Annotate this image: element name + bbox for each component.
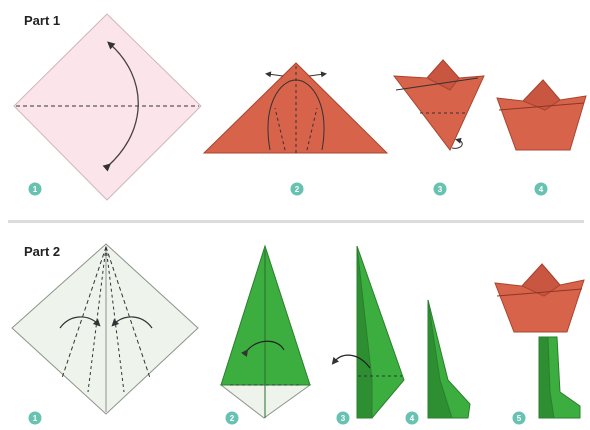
part2-step5-figure [494, 263, 585, 419]
part2-step-2-number: 2 [230, 414, 235, 423]
green-stem-shadow [427, 299, 453, 419]
top-arrow-left [265, 71, 284, 78]
fold-line-a [395, 77, 479, 91]
dashed-fold-left [61, 246, 107, 379]
part1-step-4-badge: 4 [534, 182, 548, 196]
part2-step-2-badge: 2 [225, 411, 239, 425]
part1-step-2-number: 2 [295, 185, 300, 194]
corner-fold-arrow-right [295, 79, 325, 151]
part2-step-4-badge: 4 [405, 411, 419, 425]
part1-step2-figure [202, 62, 389, 154]
fold-arrow-right [111, 316, 153, 329]
dashed-guide-right [306, 107, 318, 151]
part1-step-1-badge: 1 [28, 182, 42, 196]
part2-step2-figure [219, 244, 312, 419]
dashed-fold-right [105, 246, 151, 379]
section-divider [8, 220, 584, 223]
part2-step-1-badge: 1 [28, 411, 42, 425]
part1-step4-figure [496, 79, 587, 151]
part2-step-1-number: 1 [33, 414, 38, 423]
corner-fold-arrow-left [267, 79, 297, 151]
part1-step3-figure [392, 59, 485, 151]
red-flap-left [426, 59, 460, 91]
tulip-stem-shadow [538, 336, 555, 419]
part2-step-5-badge: 5 [512, 411, 526, 425]
tuck-arrow [451, 137, 463, 149]
strip-fold-arrow [331, 354, 371, 369]
part2-step1-figure [11, 243, 199, 415]
part1-step-numbers: 1 2 3 4 [28, 182, 548, 196]
part2-step-numbers: 1 2 3 4 5 [28, 411, 526, 425]
green-strip-front [356, 245, 373, 419]
kite-fold-arrow [240, 340, 285, 358]
part2-step-3-number: 3 [341, 414, 346, 423]
dashed-guide-left [274, 107, 286, 151]
petal-line [498, 102, 585, 111]
pink-square-paper [13, 13, 202, 201]
part1-step-2-badge: 2 [290, 182, 304, 196]
part2-step-5-number: 5 [517, 414, 522, 423]
part2-step-3-badge: 3 [336, 411, 350, 425]
part2-step-4-number: 4 [410, 414, 415, 423]
fold-arrow-left [59, 316, 101, 329]
part2-step4-figure [427, 299, 471, 419]
part1-step-3-badge: 3 [433, 182, 447, 196]
part1-step-4-number: 4 [539, 185, 544, 194]
part1-step-1-number: 1 [33, 185, 38, 194]
part1-step1-figure [13, 13, 202, 201]
top-arrow-right [308, 71, 327, 78]
tulip-petal-line [496, 288, 583, 297]
part2-step3-figure [331, 245, 405, 419]
white-square-paper [11, 243, 199, 415]
part1-step-3-number: 3 [438, 185, 443, 194]
part-2-title: Part 2 [24, 244, 60, 259]
part-1-title: Part 1 [24, 13, 60, 28]
fold-arrow [102, 41, 139, 172]
